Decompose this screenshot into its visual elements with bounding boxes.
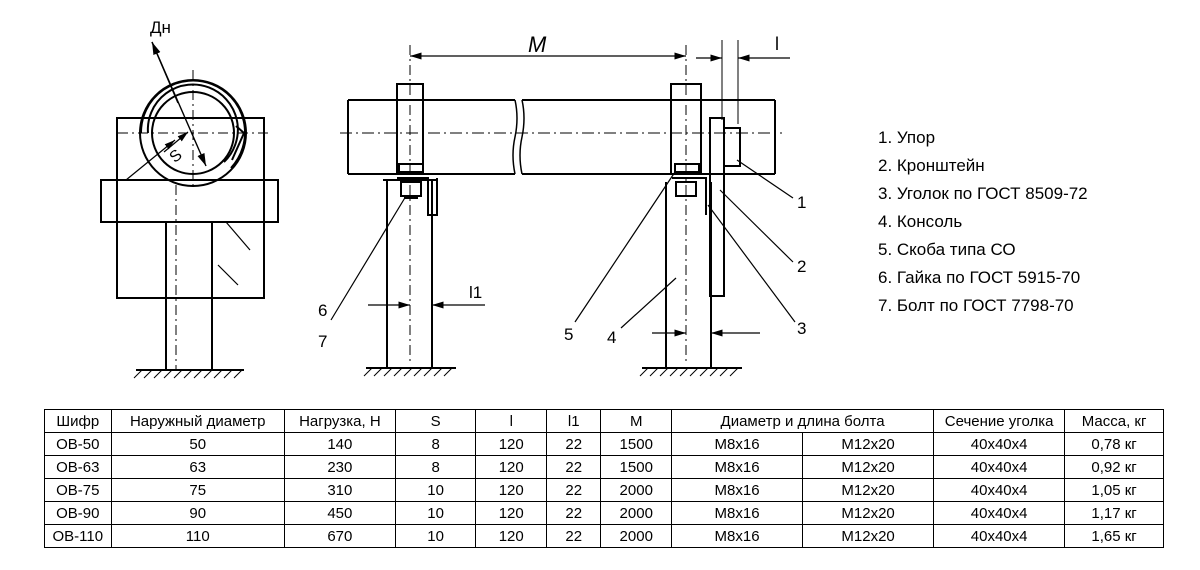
table-cell: 0,78 кг — [1064, 432, 1164, 456]
table-cell: 2000 — [600, 524, 673, 548]
table-cell: 140 — [283, 432, 396, 456]
table-row: ОВ-63 63 230 8 120 22 1500 M8x16 M12x20 … — [44, 455, 1164, 479]
table-cell: M12x20 — [802, 524, 935, 548]
table-cell: 1,05 кг — [1064, 478, 1164, 502]
table-cell: M12x20 — [802, 455, 935, 479]
table-cell: 10 — [394, 501, 477, 525]
header-cell: l — [475, 409, 548, 433]
legend-item: 1. Упор — [878, 128, 936, 147]
table-cell: 0,92 кг — [1064, 455, 1164, 479]
header-cell: Нагрузка, Н — [283, 409, 396, 433]
table-cell: 310 — [283, 478, 396, 502]
callout-7: 7 — [318, 332, 327, 351]
table-cell: ОВ-75 — [44, 478, 112, 502]
table-cell: 40x40x4 — [933, 501, 1066, 525]
header-cell: Наружный диаметр — [110, 409, 285, 433]
table-cell: 1500 — [600, 455, 673, 479]
label-l1-left: l1 — [469, 283, 482, 302]
header-cell: S — [394, 409, 477, 433]
legend-item: 3. Уголок по ГОСТ 8509-72 — [878, 184, 1088, 203]
table-cell: 120 — [475, 432, 548, 456]
specification-table: Шифр Наружный диаметр Нагрузка, Н S l l1… — [44, 409, 1164, 548]
table-cell: 50 — [110, 432, 285, 456]
legend-item: 2. Кронштейн — [878, 156, 985, 175]
table-row: ОВ-75 75 310 10 120 22 2000 M8x16 M12x20… — [44, 478, 1164, 502]
callout-2: 2 — [797, 257, 806, 276]
table-cell: 22 — [546, 455, 602, 479]
table-cell: 120 — [475, 478, 548, 502]
table-row: ОВ-110 110 670 10 120 22 2000 M8x16 M12x… — [44, 524, 1164, 548]
table-cell: M8x16 — [671, 524, 804, 548]
table-cell: 670 — [283, 524, 396, 548]
table-cell: 120 — [475, 524, 548, 548]
table-cell: 10 — [394, 524, 477, 548]
header-cell: Шифр — [44, 409, 112, 433]
legend-item: 5. Скоба типа СО — [878, 240, 1016, 259]
table-cell: ОВ-50 — [44, 432, 112, 456]
table-cell: 22 — [546, 432, 602, 456]
table-cell: ОВ-110 — [44, 524, 112, 548]
label-s: S — [166, 147, 185, 167]
table-cell: M8x16 — [671, 432, 804, 456]
table-cell: M12x20 — [802, 432, 935, 456]
table-cell: 450 — [283, 501, 396, 525]
table-header-row: Шифр Наружный диаметр Нагрузка, Н S l l1… — [44, 409, 1164, 433]
table-cell: 40x40x4 — [933, 455, 1066, 479]
table-row: ОВ-50 50 140 8 120 22 1500 M8x16 M12x20 … — [44, 432, 1164, 456]
table-cell: ОВ-90 — [44, 501, 112, 525]
table-cell: M8x16 — [671, 501, 804, 525]
table-cell: 40x40x4 — [933, 478, 1066, 502]
cross-section-view — [100, 41, 279, 379]
table-cell: 1,65 кг — [1064, 524, 1164, 548]
table-cell: 22 — [546, 478, 602, 502]
parts-legend: 1. Упор 2. Кронштейн 3. Уголок по ГОСТ 8… — [878, 124, 1088, 320]
side-view — [330, 40, 796, 377]
table-cell: 90 — [110, 501, 285, 525]
table-cell: 40x40x4 — [933, 432, 1066, 456]
technical-drawing: Дн S — [100, 18, 806, 379]
label-dn: Дн — [150, 18, 171, 37]
callout-3: 3 — [797, 319, 806, 338]
header-cell: Диаметр и длина болта — [671, 409, 935, 433]
table-cell: M8x16 — [671, 478, 804, 502]
table-cell: 120 — [475, 501, 548, 525]
ground-hatch-left — [133, 369, 244, 379]
table-cell: 1,17 кг — [1064, 501, 1164, 525]
table-cell: ОВ-63 — [44, 455, 112, 479]
header-cell: l1 — [546, 409, 602, 433]
callout-4: 4 — [607, 328, 616, 347]
ground-hatch-right — [639, 367, 742, 377]
ground-hatch-mid — [363, 367, 456, 377]
table-cell: 75 — [110, 478, 285, 502]
callout-6: 6 — [318, 301, 327, 320]
callout-1: 1 — [797, 193, 806, 212]
table-cell: 22 — [546, 501, 602, 525]
table-cell: 8 — [394, 432, 477, 456]
label-m: M — [528, 32, 547, 57]
callout-5: 5 — [564, 325, 573, 344]
table-cell: 110 — [110, 524, 285, 548]
header-cell: Масса, кг — [1064, 409, 1164, 433]
legend-item: 7. Болт по ГОСТ 7798-70 — [878, 296, 1074, 315]
table-cell: 63 — [110, 455, 285, 479]
label-l: l — [775, 34, 779, 54]
table-cell: 10 — [394, 478, 477, 502]
table-cell: 2000 — [600, 478, 673, 502]
table-cell: 230 — [283, 455, 396, 479]
table-cell: 8 — [394, 455, 477, 479]
table-cell: 40x40x4 — [933, 524, 1066, 548]
table-cell: 120 — [475, 455, 548, 479]
table-cell: M8x16 — [671, 455, 804, 479]
legend-item: 6. Гайка по ГОСТ 5915-70 — [878, 268, 1081, 287]
header-cell: Сечение уголка — [933, 409, 1066, 433]
table-cell: M12x20 — [802, 501, 935, 525]
table-cell: 2000 — [600, 501, 673, 525]
table-cell: 22 — [546, 524, 602, 548]
table-cell: 1500 — [600, 432, 673, 456]
header-cell: M — [600, 409, 673, 433]
table-cell: M12x20 — [802, 478, 935, 502]
legend-item: 4. Консоль — [878, 212, 963, 231]
table-row: ОВ-90 90 450 10 120 22 2000 M8x16 M12x20… — [44, 501, 1164, 525]
